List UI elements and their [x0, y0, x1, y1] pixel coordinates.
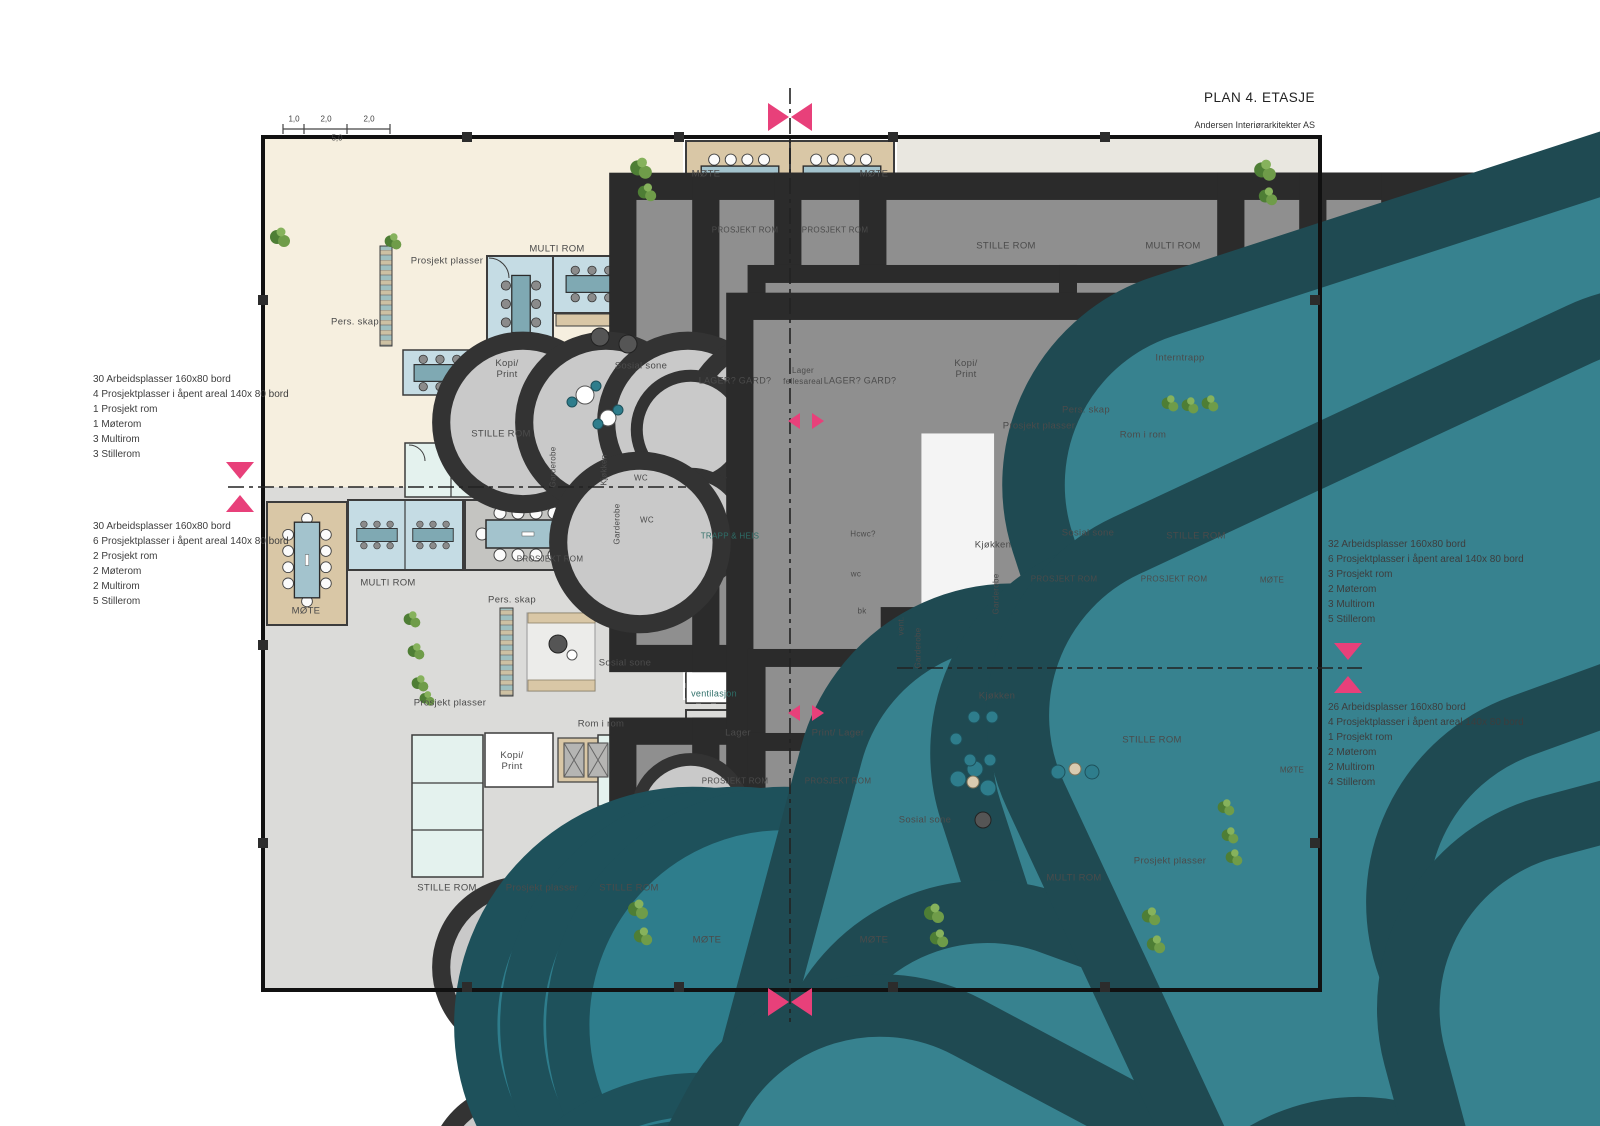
- scale-seg3: 2,0: [363, 114, 375, 124]
- scale-total: 5,0: [331, 133, 343, 143]
- scale-seg2: 2,0: [320, 114, 332, 124]
- walls-and-markers: [226, 88, 1362, 1022]
- social-furniture: [391, 0, 1600, 1126]
- plan-subtitle: Andersen Interiørarkitekter AS: [1194, 120, 1315, 130]
- scale-seg1: 1,0: [288, 114, 300, 124]
- plan-title: PLAN 4. ETASJE: [1203, 90, 1315, 105]
